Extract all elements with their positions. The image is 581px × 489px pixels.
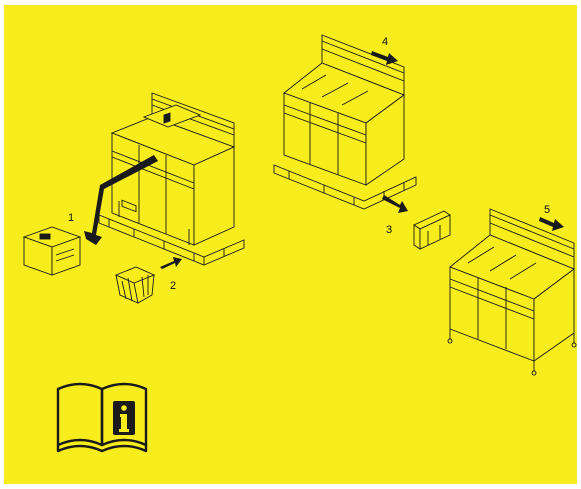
step-3-label: 3 (386, 224, 392, 236)
instruction-panel: 1 2 3 4 5 (4, 5, 577, 484)
step-2-label: 2 (170, 280, 176, 292)
step-4-label: 4 (382, 36, 388, 48)
step-5-label: 5 (544, 204, 550, 216)
accessory-box (24, 227, 80, 275)
step-1-label: 1 (68, 212, 74, 224)
unpacking-diagram: 1 2 3 4 5 (4, 5, 577, 484)
